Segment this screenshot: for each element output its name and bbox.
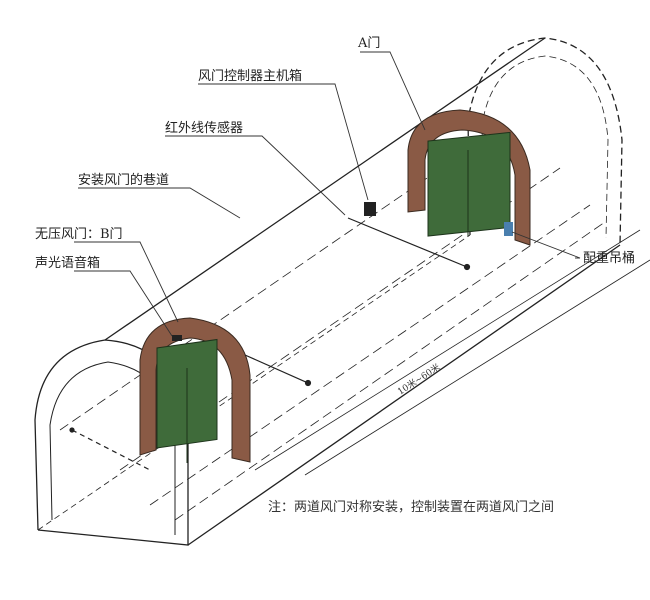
label-counterweight: 配重吊桶 <box>583 250 635 266</box>
sensor-wires <box>69 217 471 471</box>
door-a <box>407 109 531 246</box>
sound-light-box-icon <box>172 335 182 341</box>
label-tunnel: 安装风门的巷道 <box>78 172 169 188</box>
label-door-a: A门 <box>357 36 380 51</box>
label-controller-box: 风门控制器主机箱 <box>198 68 302 84</box>
counterweight-bucket-icon <box>504 222 513 236</box>
tunnel-outline <box>34 37 650 546</box>
controller-box-icon <box>364 202 376 216</box>
door-b <box>139 317 251 463</box>
label-door-b: 无压风门：B门 <box>35 227 123 242</box>
dimension-label: 10米~60米 <box>395 361 442 397</box>
label-ir-sensor: 红外线传感器 <box>165 120 243 136</box>
note-text: 注：两道风门对称安装，控制装置在两道风门之间 <box>268 500 554 515</box>
label-sound-light-box: 声光语音箱 <box>35 255 100 271</box>
leader-lines <box>74 51 581 337</box>
